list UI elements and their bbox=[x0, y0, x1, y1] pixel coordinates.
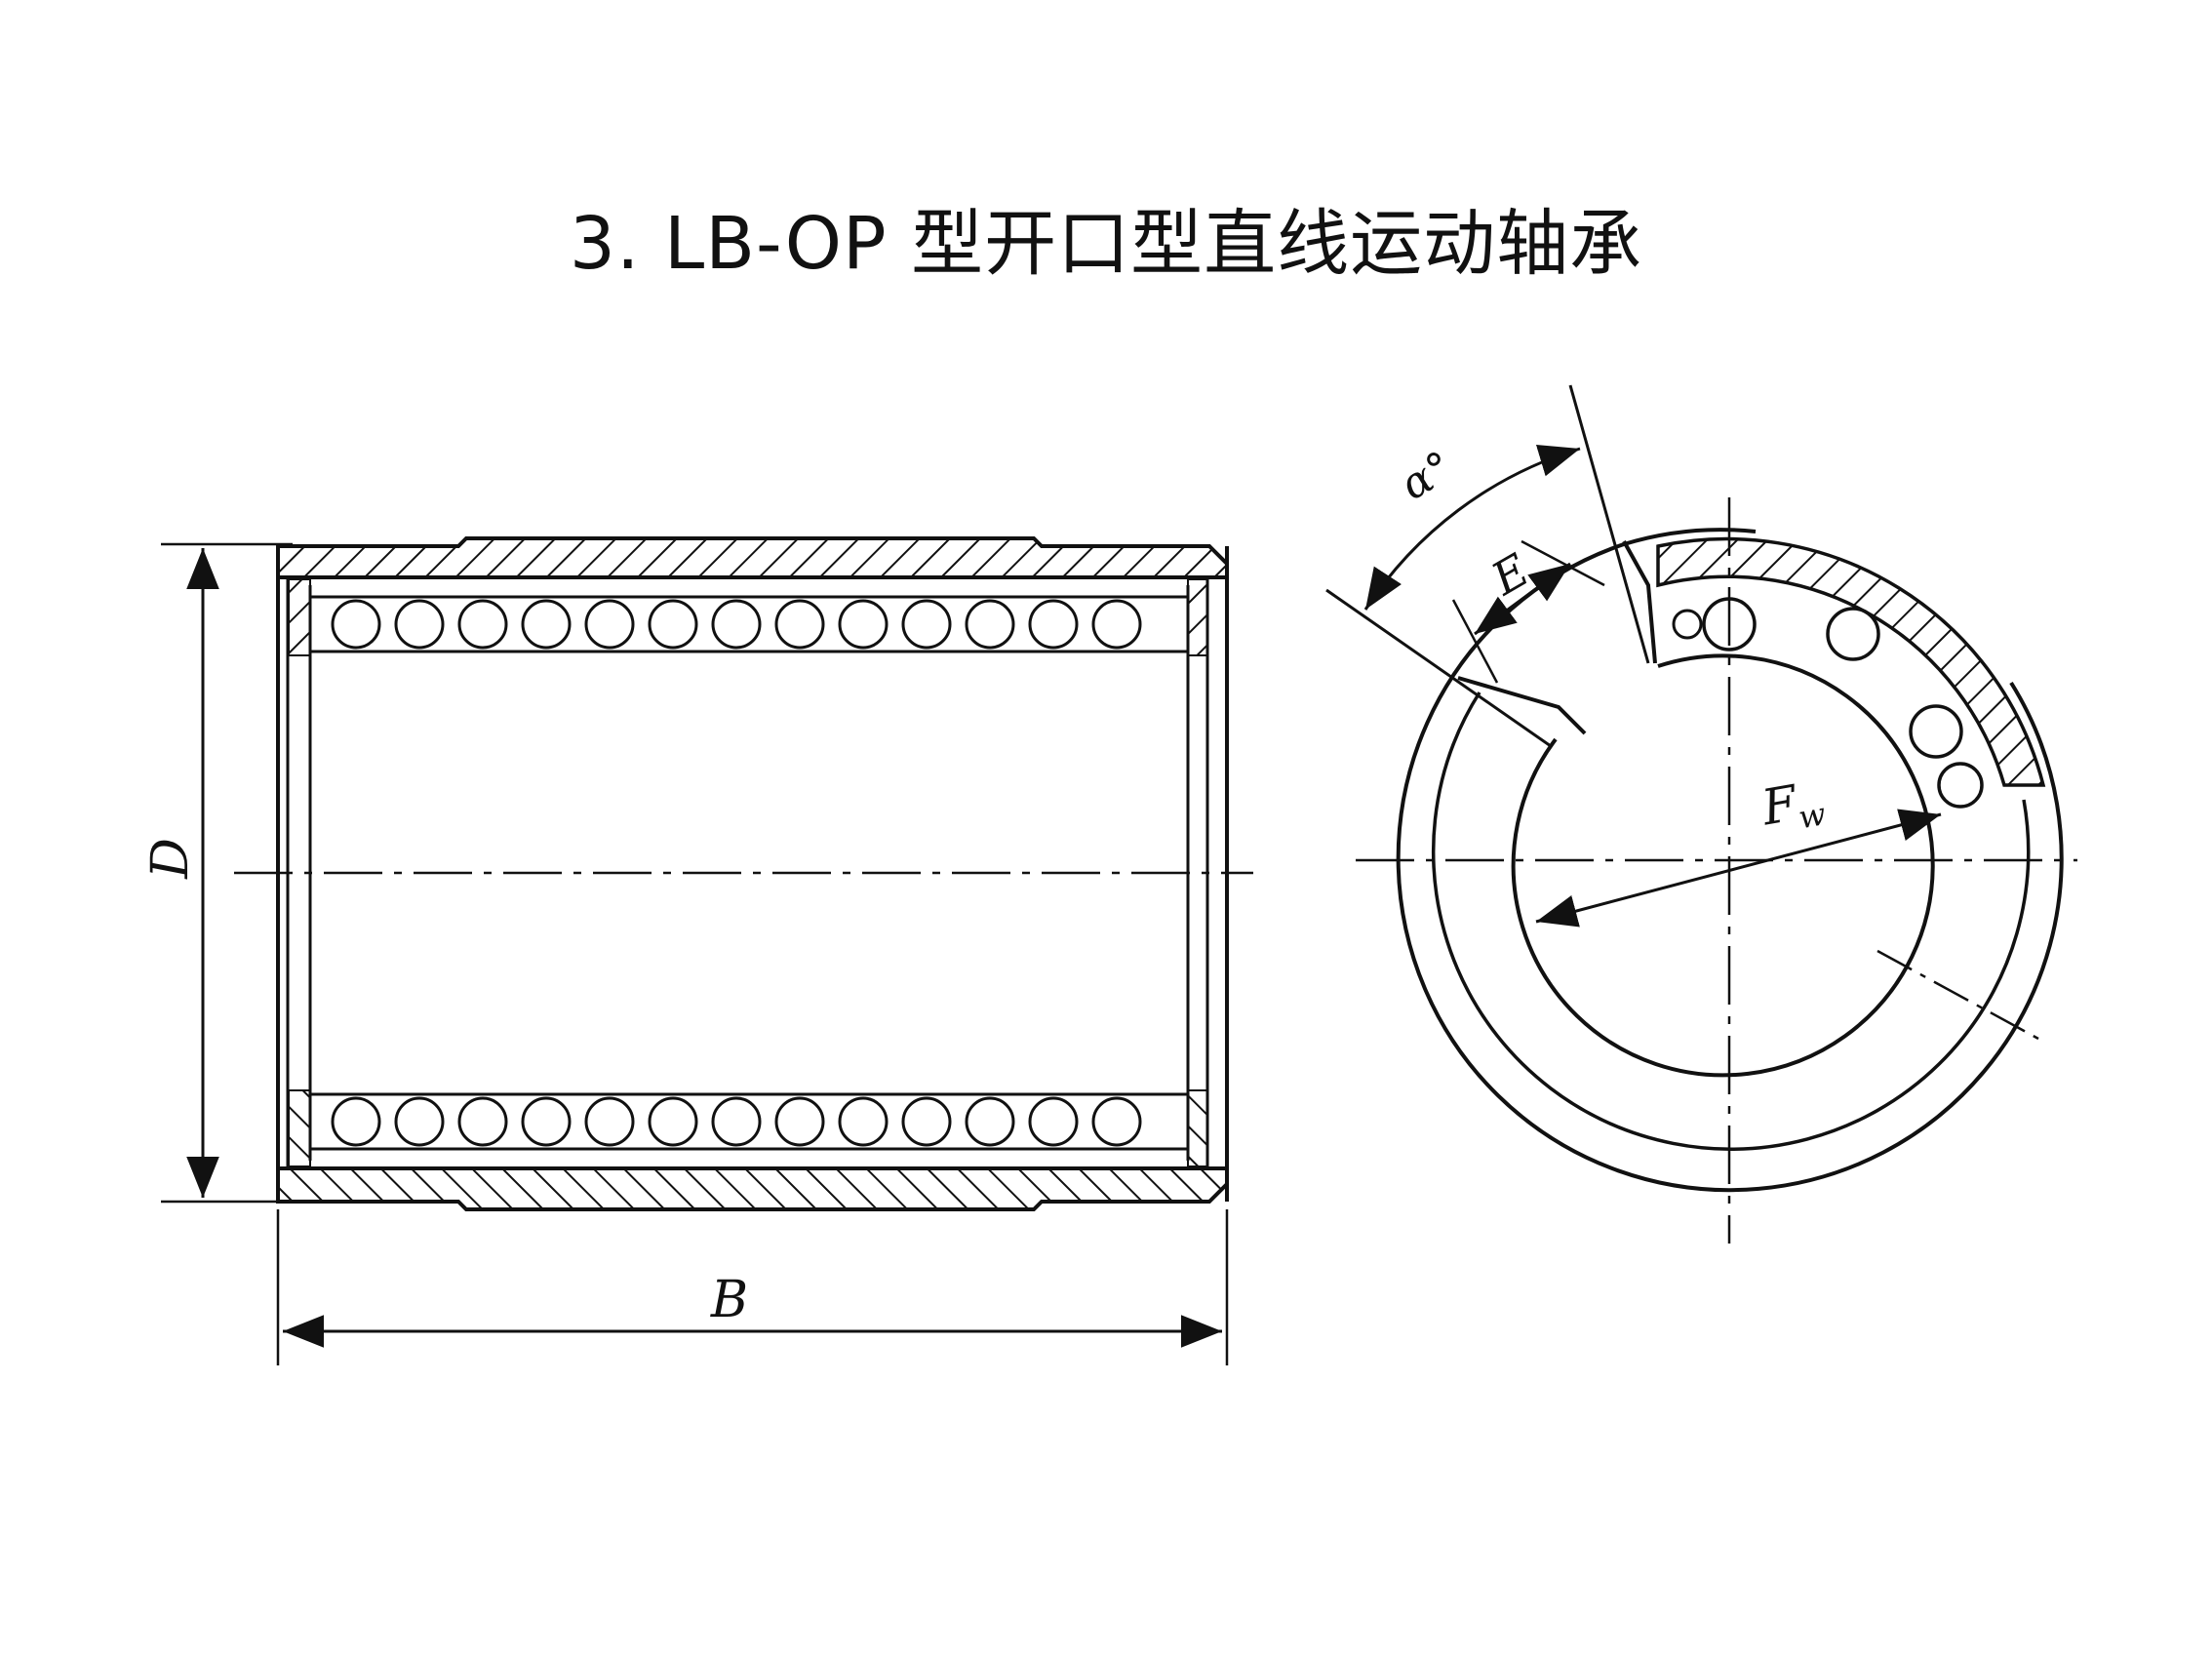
ball-row-top bbox=[331, 599, 1142, 650]
angle-arc bbox=[1363, 445, 1581, 611]
ball-row-bottom bbox=[331, 1096, 1142, 1147]
ball-end-1 bbox=[1702, 597, 1757, 652]
page-title: 3. LB-OP 型开口型直线运动轴承 bbox=[569, 202, 1643, 286]
end-view bbox=[1325, 384, 2077, 1244]
label-fw-sub: w bbox=[1796, 795, 1829, 836]
ball-end-3 bbox=[1909, 704, 1963, 759]
slot-opening bbox=[1457, 676, 1587, 735]
dimension-line-e bbox=[1474, 562, 1571, 636]
middle-ring bbox=[1431, 691, 2031, 1151]
ball-end-4 bbox=[1937, 762, 1984, 809]
label-fw: Fw bbox=[1757, 770, 1828, 843]
label-d: D bbox=[141, 838, 200, 880]
outer-ring bbox=[1396, 542, 2064, 1193]
outer-sleeve-top bbox=[276, 536, 1229, 579]
label-b: B bbox=[710, 1271, 748, 1329]
dimension-line-fw bbox=[1535, 809, 1942, 928]
label-alpha: α° bbox=[1393, 442, 1461, 510]
ball-end-2 bbox=[1826, 607, 1880, 661]
inner-bore bbox=[1511, 653, 1935, 1078]
outer-sleeve-bottom bbox=[276, 1166, 1229, 1211]
side-view bbox=[161, 536, 1253, 1365]
sleeve-section bbox=[1656, 536, 2046, 787]
